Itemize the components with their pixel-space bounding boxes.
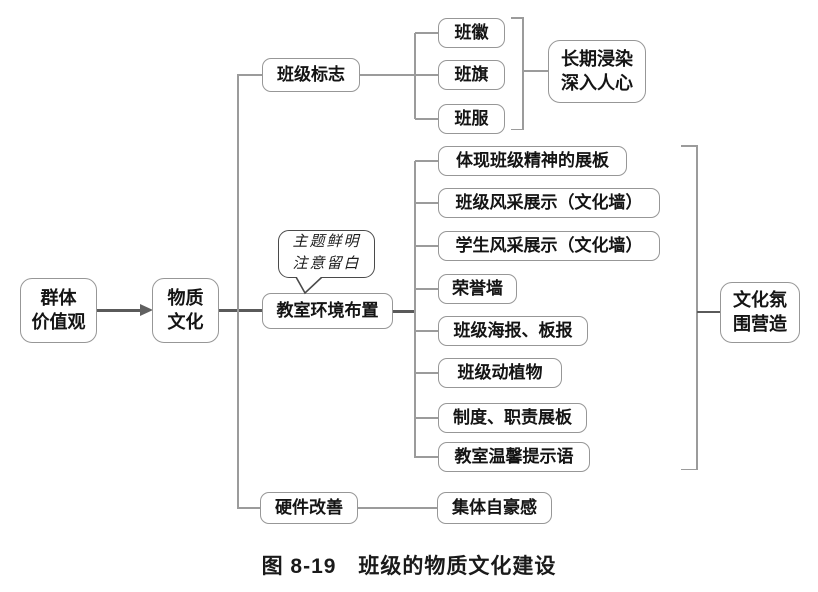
connector-trunk-to-hardware [237,507,260,509]
connector-stub-item-4 [415,330,438,332]
bracket-atmosphere-bottom-arm [681,468,697,470]
connector-signs-to-children [360,74,438,76]
connector-stub-item-0 [415,160,438,162]
node-item-plants-animals: 班级动植物 [438,358,562,388]
connector-trunk-to-signs [237,74,262,76]
connector-stub-item-6 [415,417,438,419]
node-item-class-display-wall: 班级风采展示（文化墙） [438,188,660,218]
node-group-values: 群体 价值观 [20,278,97,343]
connector-stub-item-7 [415,456,438,458]
connector-signs-trunk [414,33,416,119]
node-item-warm-tips: 教室温馨提示语 [438,442,590,472]
node-item-posters: 班级海报、板报 [438,316,588,346]
node-material-culture: 物质 文化 [152,278,219,343]
figure-caption: 图 8-19 班级的物质文化建设 [261,555,557,578]
connector-bracket-to-atmosphere [697,311,720,313]
node-hardware-improvement: 硬件改善 [260,492,358,524]
connector-stub-item-3 [415,288,438,290]
connector-environment-to-children [393,310,415,313]
node-collective-pride: 集体自豪感 [437,492,552,524]
node-item-spirit-board: 体现班级精神的展板 [438,146,627,176]
node-long-term-immersion: 长期浸染 深入人心 [548,40,646,103]
bracket-signs-vertical [522,17,524,130]
bracket-signs-top-arm [511,17,523,19]
connector-stub-item-2 [415,245,438,247]
arrowhead-icon [140,304,153,316]
connector-hub-to-environment [219,309,262,312]
connector-stub-item-1 [415,202,438,204]
connector-root-to-hub [97,309,142,312]
node-culture-atmosphere: 文化氛 围营造 [720,282,800,343]
bracket-atmosphere-vertical [696,145,698,470]
note-bubble: 主题鲜明 注意留白 [278,230,375,278]
note-bubble-tail-icon [295,276,323,294]
connector-stub-item-5 [415,372,438,374]
connector-bracket-to-immersion [523,70,548,72]
connector-stub-emblem [415,32,438,34]
node-classroom-environment: 教室环境布置 [262,293,393,329]
connector-environment-trunk [414,161,416,458]
node-class-uniform: 班服 [438,104,505,134]
node-item-student-display-wall: 学生风采展示（文化墙） [438,231,660,261]
bracket-signs-bottom-arm [511,128,523,130]
node-item-rules-board: 制度、职责展板 [438,403,587,433]
node-class-flag: 班旗 [438,60,505,90]
node-class-signs: 班级标志 [262,58,360,92]
connector-hardware-to-pride [358,507,437,509]
bracket-atmosphere-top-arm [681,145,697,147]
connector-stub-uniform [415,118,438,120]
node-item-honor-wall: 荣誉墙 [438,274,517,304]
connector-main-trunk [237,74,239,508]
node-class-emblem: 班徽 [438,18,505,48]
